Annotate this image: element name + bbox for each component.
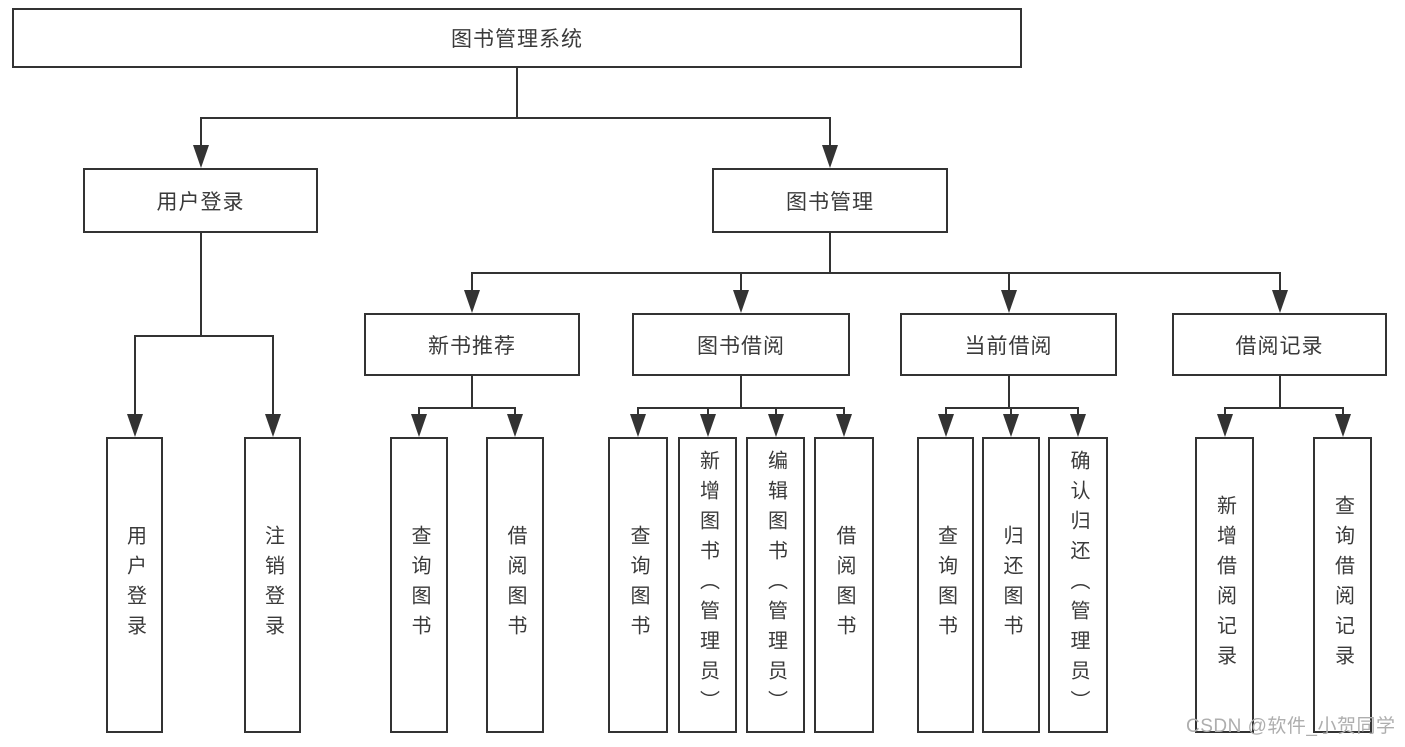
node-logout-v: 注销登录 — [244, 437, 301, 733]
connector-line — [133, 335, 274, 337]
arrowhead-down-icon — [630, 414, 646, 437]
arrowhead-down-icon — [937, 414, 954, 437]
node-root-label: 图书管理系统 — [451, 28, 583, 51]
connector-line — [637, 407, 845, 409]
arrowhead-down-icon — [733, 290, 749, 313]
node-br-query-record-label: 查询借阅记录 — [1331, 495, 1354, 675]
arrowhead-down-icon — [699, 414, 716, 437]
arrowhead-down-icon — [1216, 414, 1233, 437]
node-book-mgmt-label: 图书管理 — [786, 190, 874, 214]
node-user-login-v: 用户登录 — [106, 437, 163, 733]
node-current-borrow: 当前借阅 — [900, 313, 1117, 376]
arrowhead-down-icon — [836, 414, 852, 437]
connector-line — [740, 273, 742, 295]
connector-line — [1278, 376, 1281, 408]
node-root: 图书管理系统 — [12, 8, 1022, 68]
connector-line — [1278, 273, 1281, 295]
node-bb-edit-book: 编辑图书（管理员） — [746, 437, 805, 733]
node-new-book-rec-label: 新书推荐 — [428, 334, 516, 358]
connector-line — [774, 408, 777, 419]
connector-line — [1007, 273, 1010, 295]
arrowhead-down-icon — [264, 414, 281, 437]
node-borrow-records-label: 借阅记录 — [1235, 334, 1324, 358]
node-bb-add-book-label: 新增图书（管理员） — [696, 450, 719, 720]
connector-line — [637, 408, 639, 419]
arrowhead-down-icon — [1271, 290, 1288, 313]
node-cb-return-book: 归还图书 — [982, 437, 1040, 733]
arrowhead-down-icon — [767, 414, 784, 437]
node-bb-add-book: 新增图书（管理员） — [678, 437, 737, 733]
node-new-book-rec: 新书推荐 — [364, 313, 580, 376]
node-br-query-record: 查询借阅记录 — [1313, 437, 1372, 733]
node-current-borrow-label: 当前借阅 — [964, 334, 1053, 358]
node-cb-query-book: 查询图书 — [917, 437, 974, 733]
arrowhead-down-icon — [192, 145, 209, 168]
node-br-add-record: 新增借阅记录 — [1195, 437, 1254, 733]
node-bb-borrow-book: 借阅图书 — [814, 437, 874, 733]
node-user-login-v-label: 用户登录 — [123, 525, 146, 645]
connector-line — [829, 118, 831, 150]
node-book-borrow: 图书借阅 — [632, 313, 850, 376]
arrowhead-down-icon — [411, 414, 427, 437]
arrowhead-down-icon — [1070, 414, 1086, 437]
connector-line — [1223, 407, 1344, 409]
node-user-login: 用户登录 — [83, 168, 318, 233]
node-borrow-records: 借阅记录 — [1172, 313, 1387, 376]
node-cb-query-book-label: 查询图书 — [934, 525, 957, 645]
connector-line — [1077, 408, 1079, 419]
node-cb-confirm-return-label: 确认归还（管理员） — [1067, 450, 1089, 720]
watermark: CSDN @软件_小贺同学 — [1186, 716, 1396, 737]
node-rec-query-book-label: 查询图书 — [408, 525, 430, 645]
arrowhead-down-icon — [822, 145, 838, 168]
connector-line — [271, 336, 274, 419]
arrowhead-down-icon — [507, 414, 523, 437]
node-logout-v-label: 注销登录 — [261, 525, 284, 645]
arrowhead-down-icon — [1334, 414, 1351, 437]
node-rec-query-book: 查询图书 — [390, 437, 448, 733]
connector-line — [199, 118, 202, 150]
arrowhead-down-icon — [126, 414, 143, 437]
connector-line — [1341, 408, 1344, 419]
node-rec-borrow-book: 借阅图书 — [486, 437, 544, 733]
node-bb-query-book-label: 查询图书 — [627, 525, 649, 645]
node-cb-confirm-return: 确认归还（管理员） — [1048, 437, 1108, 733]
connector-line — [199, 117, 831, 119]
connector-line — [418, 407, 516, 409]
arrowhead-down-icon — [1000, 290, 1017, 313]
node-book-mgmt: 图书管理 — [712, 168, 948, 233]
connector-line — [1223, 408, 1226, 419]
connector-line — [944, 408, 947, 419]
connector-line — [514, 408, 516, 419]
connector-line — [418, 408, 420, 419]
connector-line — [199, 233, 202, 336]
node-user-login-label: 用户登录 — [156, 190, 245, 214]
connector-line — [740, 376, 742, 408]
connector-line — [471, 376, 473, 408]
node-book-borrow-label: 图书借阅 — [697, 334, 785, 358]
node-rec-borrow-book-label: 借阅图书 — [504, 525, 526, 645]
connector-line — [133, 336, 136, 419]
connector-line — [1007, 376, 1010, 408]
connector-line — [516, 68, 518, 118]
connector-line — [706, 408, 709, 419]
arrowhead-down-icon — [1003, 414, 1019, 437]
node-br-add-record-label: 新增借阅记录 — [1213, 495, 1236, 675]
connector-line — [1010, 408, 1012, 419]
node-bb-edit-book-label: 编辑图书（管理员） — [764, 450, 787, 720]
node-cb-return-book-label: 归还图书 — [1000, 525, 1022, 645]
node-bb-borrow-book-label: 借阅图书 — [833, 525, 855, 645]
connector-line — [843, 408, 845, 419]
node-bb-query-book: 查询图书 — [608, 437, 668, 733]
connector-line — [471, 272, 1281, 274]
connector-line — [471, 273, 473, 295]
arrowhead-down-icon — [464, 290, 480, 313]
connector-line — [829, 233, 831, 273]
